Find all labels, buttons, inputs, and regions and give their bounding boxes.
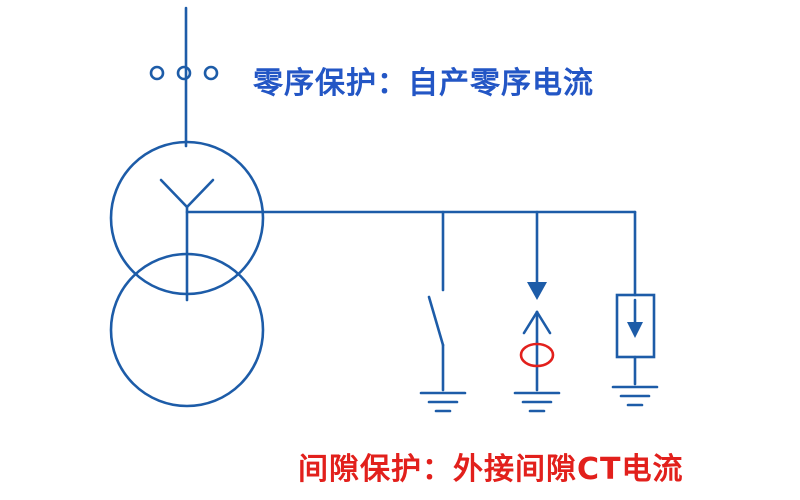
ground-icon: [419, 391, 467, 413]
ground-icon: [513, 391, 561, 413]
zero-sequence-protection-label: 零序保护：自产零序电流: [253, 66, 594, 101]
disconnect-switch-icon: [427, 210, 445, 392]
surge-arrester-icon: [615, 210, 656, 386]
ground-icon: [611, 385, 659, 407]
gap-ct-icon: [519, 342, 555, 368]
breaker-contacts-icon: [149, 65, 219, 81]
wye-winding-icon: [159, 178, 215, 302]
gap-protection-label: 间隙保护：外接间隙CT电流: [298, 452, 684, 487]
